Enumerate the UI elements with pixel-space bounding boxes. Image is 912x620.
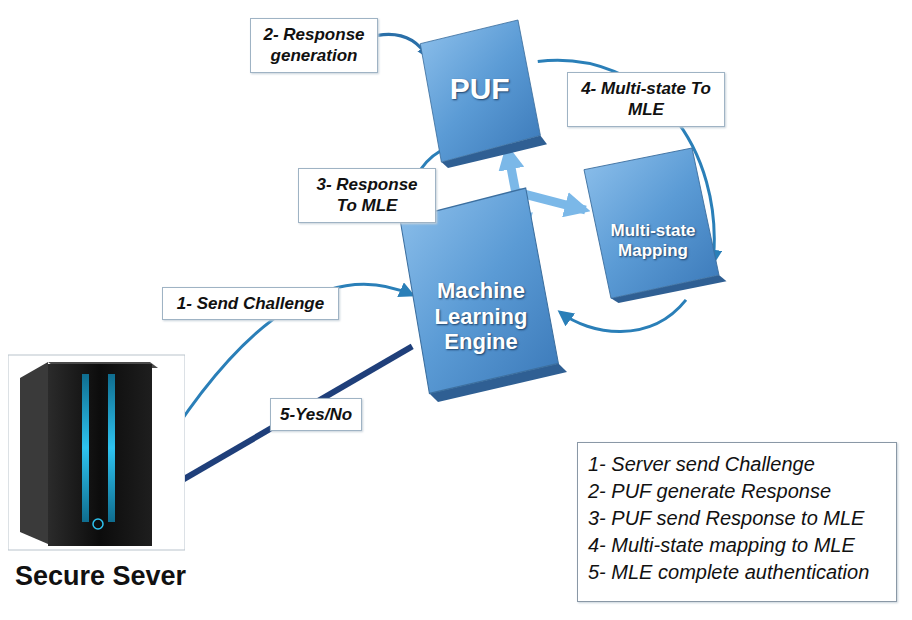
shape-face <box>584 148 719 298</box>
notes-box: 1- Server send Challenge2- PUF generate … <box>577 442 897 602</box>
step-callout: 1- Send Challenge <box>162 287 339 320</box>
connector-arrow <box>560 300 686 332</box>
shape-face <box>420 20 540 162</box>
block-label: Machine Learning Engine <box>417 278 545 354</box>
server-frame <box>8 355 185 550</box>
connector-arrow <box>147 284 412 474</box>
note-line: 2- PUF generate Response <box>588 478 886 505</box>
server-side <box>20 362 48 544</box>
note-line: 4- Multi-state mapping to MLE <box>588 532 886 559</box>
note-line: 3- PUF send Response to MLE <box>588 505 886 532</box>
step-callout: 2- Response generation <box>250 18 378 73</box>
block-label: PUF <box>430 72 530 107</box>
server-light <box>82 374 89 522</box>
server-node: Secure Sever <box>8 352 193 597</box>
step-callout: 3- Response To MLE <box>298 168 436 223</box>
server-illustration <box>8 352 185 552</box>
note-line: 1- Server send Challenge <box>588 451 886 478</box>
block-label: Multi-state Mapping <box>596 221 711 260</box>
server-label: Secure Sever <box>8 561 193 592</box>
step-callout: 5-Yes/No <box>270 398 362 431</box>
power-button <box>93 519 103 529</box>
server-light <box>108 374 115 522</box>
puf-block: PUF <box>415 20 547 168</box>
step-callout: 4- Multi-state To MLE <box>567 72 725 127</box>
note-line: 5- MLE complete authentication <box>588 559 886 586</box>
mapping-block: Multi-state Mapping <box>578 148 728 303</box>
server-front <box>48 364 152 546</box>
